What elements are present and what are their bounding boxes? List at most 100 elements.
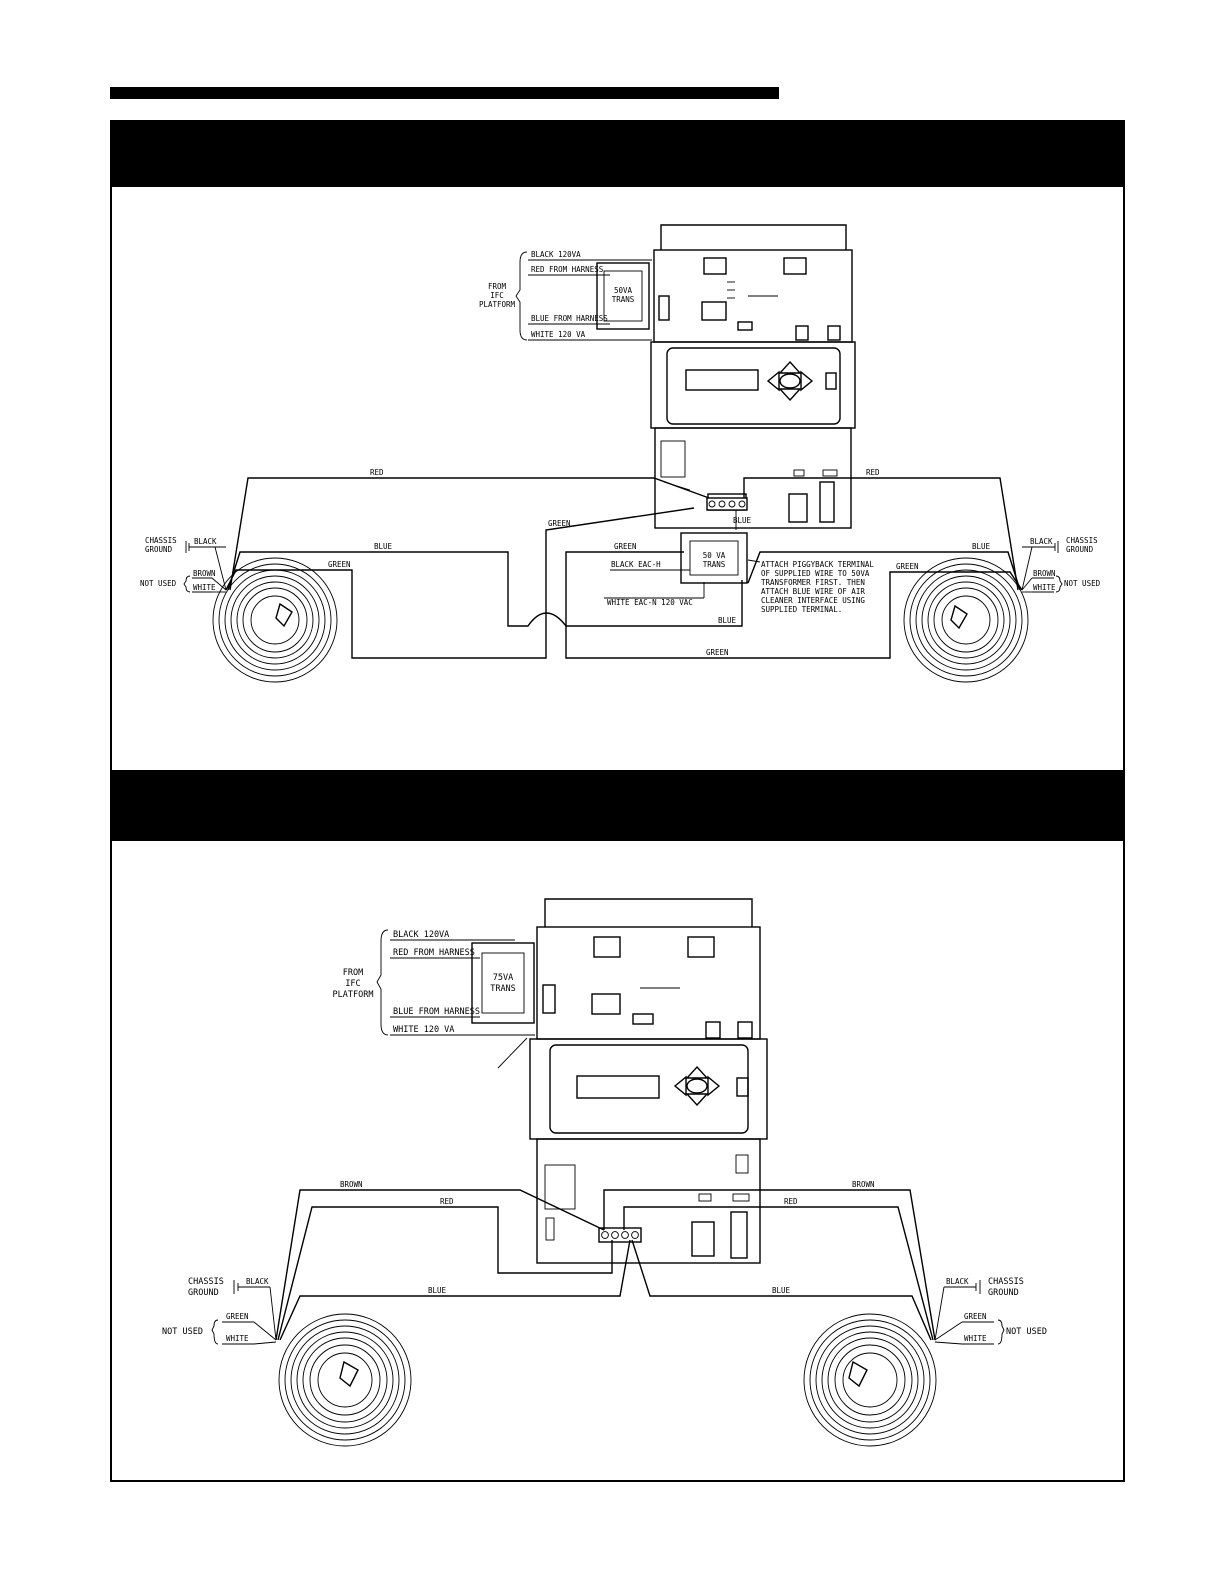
heating-element-left [212, 557, 338, 683]
section-2-header-band [110, 770, 1125, 841]
zone-wires-1: RED RED BLUE BLUE BLUE BLUE GREEN GREEN … [225, 468, 1023, 659]
section-1-header-band [110, 120, 1125, 187]
svg-text:SUPPLIED TERMINAL.: SUPPLIED TERMINAL. [761, 605, 842, 614]
svg-text:GROUND: GROUND [1066, 545, 1094, 554]
terminal-block-2 [598, 1227, 642, 1243]
svg-text:CHASSIS: CHASSIS [188, 1277, 224, 1287]
svg-text:ATTACH PIGGYBACK TERMINAL: ATTACH PIGGYBACK TERMINAL [761, 560, 874, 569]
svg-text:GREEN: GREEN [614, 542, 637, 551]
terminal-block-1 [706, 497, 748, 511]
svg-text:WHITE 120 VA: WHITE 120 VA [531, 330, 586, 339]
control-board-lower-2 [536, 1138, 761, 1264]
svg-text:BLACK: BLACK [946, 1277, 969, 1286]
svg-text:BLACK 120VA: BLACK 120VA [531, 250, 581, 259]
svg-text:BROWN: BROWN [193, 569, 216, 578]
svg-text:WHITE: WHITE [226, 1334, 249, 1343]
svg-text:IFC: IFC [345, 979, 360, 989]
svg-text:GREEN: GREEN [896, 562, 919, 571]
svg-text:BLUE FROM HARNESS: BLUE FROM HARNESS [393, 1007, 480, 1017]
svg-text:TRANS: TRANS [490, 984, 516, 994]
svg-text:PLATFORM: PLATFORM [333, 990, 374, 1000]
svg-text:BLUE FROM HARNESS: BLUE FROM HARNESS [531, 314, 608, 323]
svg-text:GREEN: GREEN [328, 560, 351, 569]
display-module [650, 341, 856, 429]
svg-text:WHITE EAC-N 120 VAC: WHITE EAC-N 120 VAC [607, 598, 693, 607]
svg-text:BLACK: BLACK [194, 537, 217, 546]
svg-text:RED FROM HARNESS: RED FROM HARNESS [393, 948, 475, 958]
heating-element-left-2 [278, 1313, 412, 1447]
svg-text:NOT USED: NOT USED [1064, 579, 1101, 588]
left-input-wires-2: BLACK 120VA RED FROM HARNESS BLUE FROM H… [390, 930, 535, 1069]
svg-text:RED: RED [370, 468, 384, 477]
zone-wires-2: BROWN BROWN RED RED BLUE BLUE [275, 1180, 936, 1341]
svg-text:TRANSFORMER FIRST. THEN: TRANSFORMER FIRST. THEN [761, 578, 865, 587]
svg-text:GROUND: GROUND [188, 1288, 219, 1298]
svg-text:GREEN: GREEN [548, 519, 571, 528]
left-element-labels-2: CHASSIS GROUND BLACK NOT USED GREEN WHIT… [162, 1277, 277, 1345]
svg-text:TRANS: TRANS [612, 295, 635, 304]
svg-text:FROM: FROM [488, 282, 507, 291]
svg-text:RED: RED [866, 468, 880, 477]
svg-text:CLEANER INTERFACE USING: CLEANER INTERFACE USING [761, 596, 865, 605]
heating-element-right-2 [803, 1313, 937, 1447]
from-ifc-label: FROM IFC PLATFORM [479, 251, 528, 341]
heating-element-right [903, 557, 1029, 683]
svg-text:BLUE: BLUE [718, 616, 737, 625]
left-element-labels-1: CHASSIS GROUND BLACK NOT USED BROWN WHIT… [140, 536, 227, 593]
transformer-50va-center: 50 VA TRANS [680, 532, 748, 584]
svg-text:FROM: FROM [343, 968, 363, 978]
svg-text:PLATFORM: PLATFORM [479, 300, 516, 309]
svg-text:GREEN: GREEN [964, 1312, 987, 1321]
display-module-2 [529, 1038, 768, 1140]
svg-text:BLUE: BLUE [733, 516, 752, 525]
svg-text:BLACK EAC-H: BLACK EAC-H [611, 560, 661, 569]
svg-text:WHITE: WHITE [964, 1334, 987, 1343]
svg-text:BLUE: BLUE [772, 1286, 791, 1295]
svg-text:BLACK: BLACK [246, 1277, 269, 1286]
svg-text:RED: RED [784, 1197, 798, 1206]
svg-text:BLACK 120VA: BLACK 120VA [393, 930, 449, 940]
svg-text:WHITE 120 VA: WHITE 120 VA [393, 1025, 454, 1035]
svg-text:GROUND: GROUND [145, 545, 173, 554]
control-board-upper [653, 224, 853, 343]
svg-text:WHITE: WHITE [193, 583, 216, 592]
svg-text:WHITE: WHITE [1033, 583, 1056, 592]
svg-text:IFC: IFC [490, 291, 504, 300]
svg-text:GROUND: GROUND [988, 1288, 1019, 1298]
svg-text:OF SUPPLIED WIRE TO 50VA: OF SUPPLIED WIRE TO 50VA [761, 569, 870, 578]
keypad-icon-2 [674, 1066, 720, 1106]
svg-text:50VA: 50VA [614, 286, 633, 295]
svg-text:NOT USED: NOT USED [162, 1327, 203, 1337]
svg-text:BROWN: BROWN [340, 1180, 363, 1189]
right-element-labels-1: CHASSIS GROUND BLACK NOT USED BROWN WHIT… [1021, 536, 1101, 593]
svg-text:CHASSIS: CHASSIS [145, 536, 177, 545]
transformer-50va-top: 50VA TRANS [596, 262, 650, 330]
svg-text:BLUE: BLUE [428, 1286, 447, 1295]
svg-text:BROWN: BROWN [1033, 569, 1056, 578]
svg-text:BLUE: BLUE [972, 542, 991, 551]
right-element-labels-2: CHASSIS GROUND BLACK NOT USED GREEN WHIT… [934, 1277, 1047, 1345]
svg-text:ATTACH BLUE WIRE OF AIR: ATTACH BLUE WIRE OF AIR [761, 587, 865, 596]
control-board-upper-2 [536, 898, 761, 1040]
svg-text:50 VA: 50 VA [703, 551, 726, 560]
svg-text:NOT USED: NOT USED [140, 579, 177, 588]
svg-text:CHASSIS: CHASSIS [1066, 536, 1098, 545]
svg-text:GREEN: GREEN [706, 648, 729, 657]
from-ifc-label-2: FROM IFC PLATFORM [333, 929, 389, 1036]
svg-text:BLUE: BLUE [374, 542, 393, 551]
svg-text:TRANS: TRANS [703, 560, 726, 569]
svg-text:75VA: 75VA [493, 973, 513, 983]
svg-text:GREEN: GREEN [226, 1312, 249, 1321]
diagram-1: FROM IFC PLATFORM BLACK 120VA RED FROM H… [140, 224, 1101, 683]
svg-text:RED: RED [440, 1197, 454, 1206]
svg-text:BLACK: BLACK [1030, 537, 1053, 546]
svg-text:NOT USED: NOT USED [1006, 1327, 1047, 1337]
keypad-icon [767, 361, 813, 401]
svg-text:RED FROM HARNESS: RED FROM HARNESS [531, 265, 604, 274]
piggyback-note: ATTACH PIGGYBACK TERMINAL OF SUPPLIED WI… [761, 560, 874, 614]
top-rule [110, 87, 779, 99]
svg-text:CHASSIS: CHASSIS [988, 1277, 1024, 1287]
diagram-2: FROM IFC PLATFORM BLACK 120VA RED FROM H… [162, 898, 1047, 1447]
transformer-75va: 75VA TRANS [471, 942, 535, 1024]
